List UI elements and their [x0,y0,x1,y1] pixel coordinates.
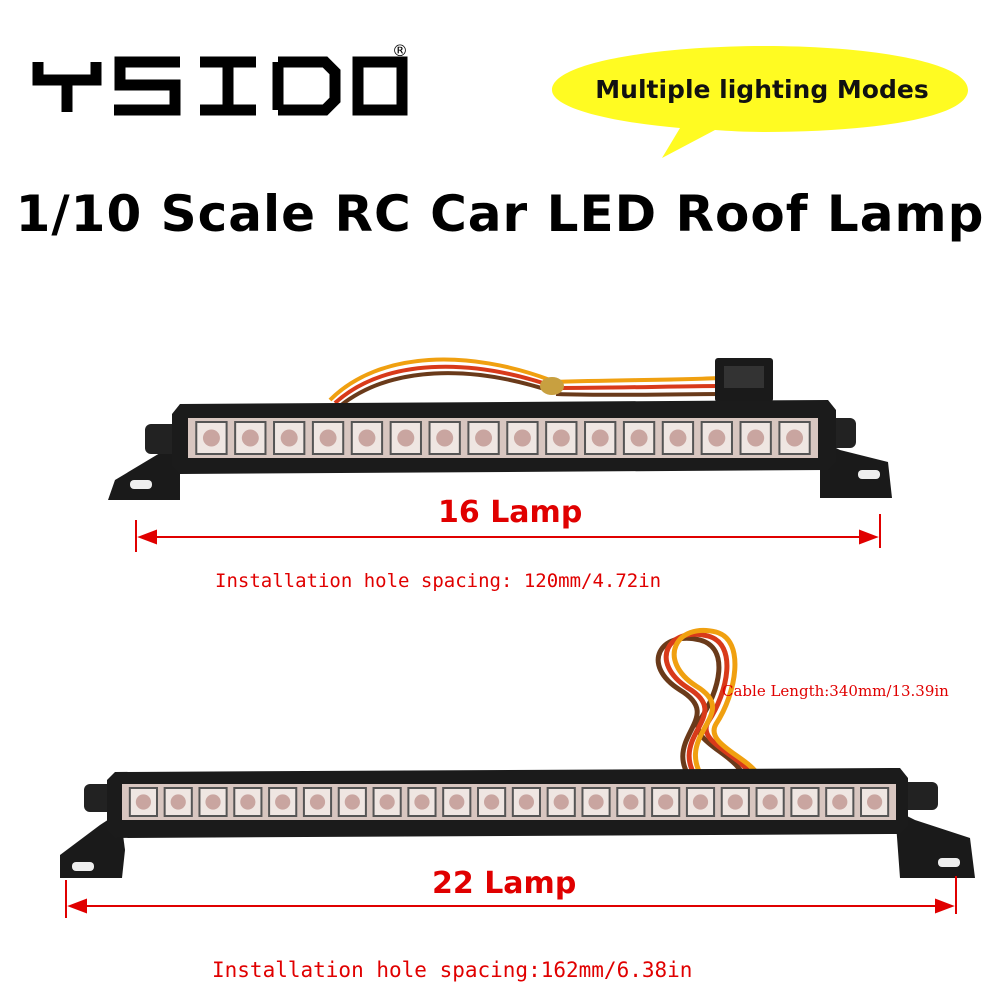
led-chip [358,429,376,447]
lamp16-bracket-right [820,440,892,498]
led-chip [797,794,813,810]
led-chip [669,429,687,447]
led-chip [436,429,454,447]
led-chip [623,794,639,810]
led-chip [692,794,709,810]
trademark-symbol: ® [392,41,408,60]
lamp16-label: 16 Lamp [438,495,583,530]
led-chip [747,429,765,447]
lamp22-label: 22 Lamp [432,866,577,901]
lamp22-cable [655,627,762,792]
lamp16-spacing-label: Installation hole spacing: 120mm/4.72in [215,570,662,592]
lamp16-cable [328,357,721,408]
led-chip [518,794,535,810]
led-cell [477,787,507,817]
led-chip [553,794,569,810]
led-chip [449,794,465,810]
led-cell [268,787,298,817]
lamp16-dimension-line [135,514,881,552]
led-cell [233,787,263,817]
lamp16-image [108,357,892,552]
led-chip [397,429,415,447]
led-chip [240,794,256,810]
led-chip [658,794,674,810]
led-chip [319,429,337,447]
led-chip [275,794,291,810]
led-chip [205,794,221,810]
lamp16-bracket-left [108,440,180,500]
led-cell [311,421,345,455]
led-cell [273,421,306,455]
led-chip [591,429,609,447]
led-chip [727,794,743,810]
lamp22-dimension-line [65,876,957,918]
led-chip [414,794,430,810]
speech-bubble: Multiple lighting Modes [552,46,968,158]
product-title: 1/10 Scale RC Car LED Roof Lamp [15,185,985,243]
led-chip [135,794,152,810]
led-chip [379,794,395,810]
led-chip [280,429,298,447]
led-chip [762,794,778,810]
lamp16-leds [195,421,811,455]
led-chip [786,429,804,447]
led-chip [630,429,648,447]
led-chip [170,794,186,810]
led-chip [832,794,848,810]
led-chip [202,429,220,447]
led-chip [588,794,604,810]
led-chip [483,794,500,810]
bubble-text: Multiple lighting Modes [595,75,928,104]
led-cell [467,421,500,455]
led-chip [241,429,259,447]
led-cell [163,787,193,817]
lamp22-leds [128,787,890,817]
brand-logo: ® [32,41,408,116]
led-chip [475,429,493,447]
led-chip [309,794,326,810]
lamp22-spacing-label: Installation hole spacing:162mm/6.38in [212,958,693,982]
lamp22-image [60,627,975,918]
led-chip [866,794,883,810]
led-chip [552,429,570,447]
cable-length-label: Cable Length:340mm/13.39in [722,682,949,700]
led-chip [708,429,726,447]
led-chip [344,794,360,810]
led-chip [513,429,531,447]
led-cell [581,787,611,817]
